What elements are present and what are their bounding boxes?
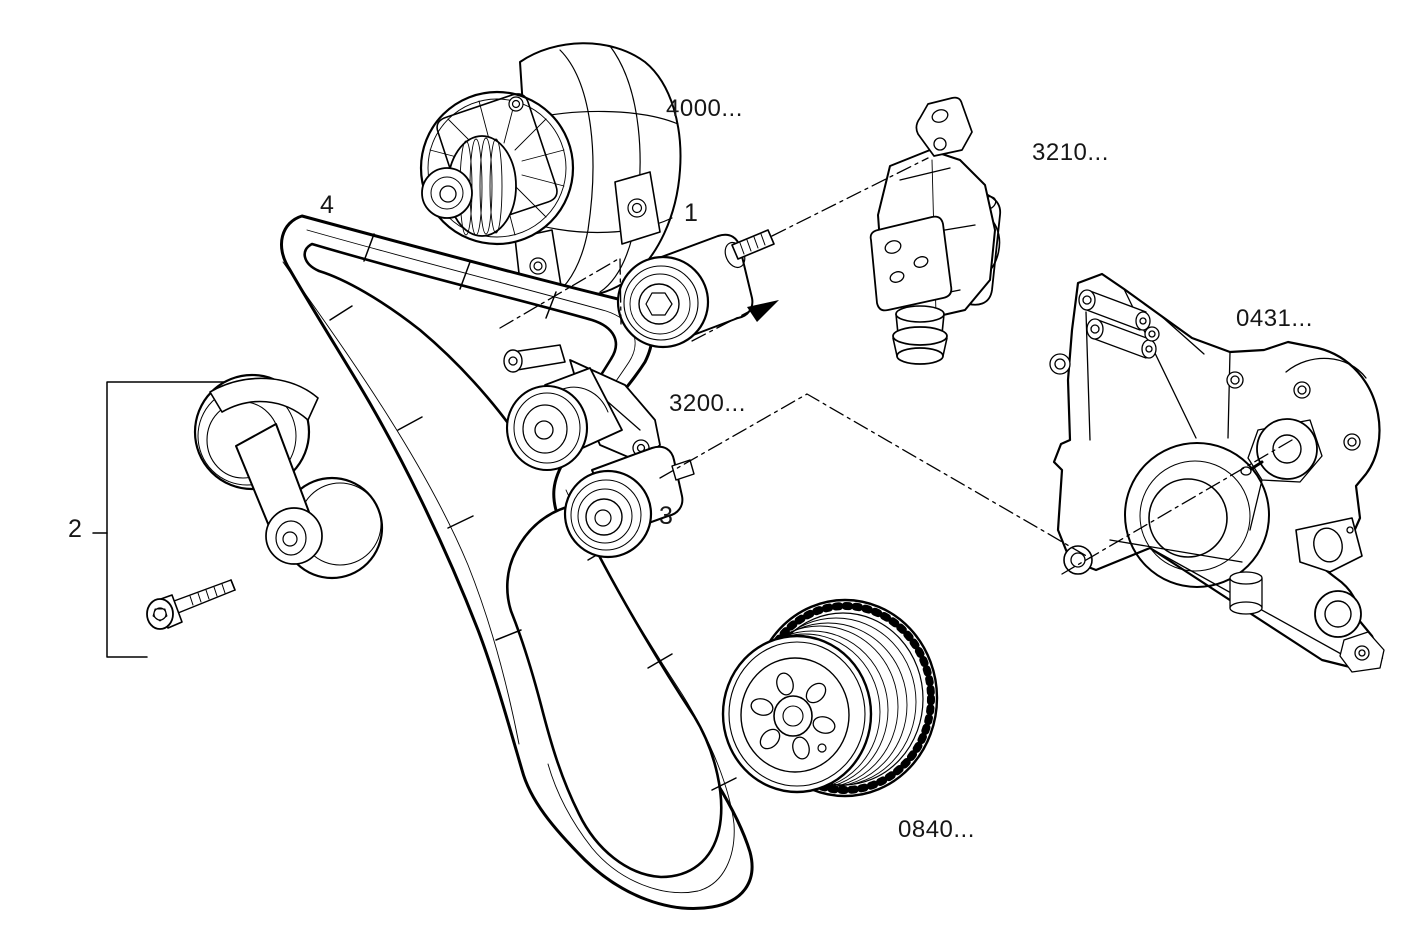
tensioner-bolt-drawing: [146, 579, 236, 630]
callout-2-bracket: [92, 381, 238, 658]
callout-3-guide-pulley[interactable]: 3: [659, 502, 674, 530]
belt-tensioner-drawing: [503, 344, 661, 472]
callout-4-drive-belt[interactable]: 4: [320, 191, 335, 219]
leader-lines: [499, 157, 1293, 575]
part-label-front-cover[interactable]: 0431...: [1236, 305, 1313, 332]
crankshaft-pulley-drawing: [721, 598, 939, 798]
leader-alternator-to-idler: [499, 257, 622, 329]
callout-1-idler-pulley[interactable]: 1: [684, 199, 699, 227]
idler-pulley-1-drawing: [616, 229, 775, 349]
water-pump-drawing: [869, 96, 1002, 365]
assembly-arrow-tail: [691, 310, 751, 342]
callout-2-tensioner-unit[interactable]: 2: [68, 515, 83, 543]
leader-idler-to-pump: [771, 157, 929, 237]
leader-pulley3-to-cover: [659, 393, 1091, 559]
assembly-arrow-icon: [747, 300, 779, 322]
leader-cover-axis: [1061, 439, 1293, 575]
tensioner-assembly-drawing: [146, 373, 384, 630]
idler-pulley-3-drawing: [563, 445, 695, 559]
part-label-water-pump[interactable]: 3210...: [1032, 139, 1109, 166]
part-label-crankshaft-pulley[interactable]: 0840...: [898, 816, 975, 843]
front-cover-drawing: [1049, 272, 1385, 673]
part-label-alternator[interactable]: 4000...: [666, 95, 743, 122]
part-label-belt-tensioner[interactable]: 3200...: [669, 390, 746, 417]
alternator-drawing: [419, 42, 682, 301]
